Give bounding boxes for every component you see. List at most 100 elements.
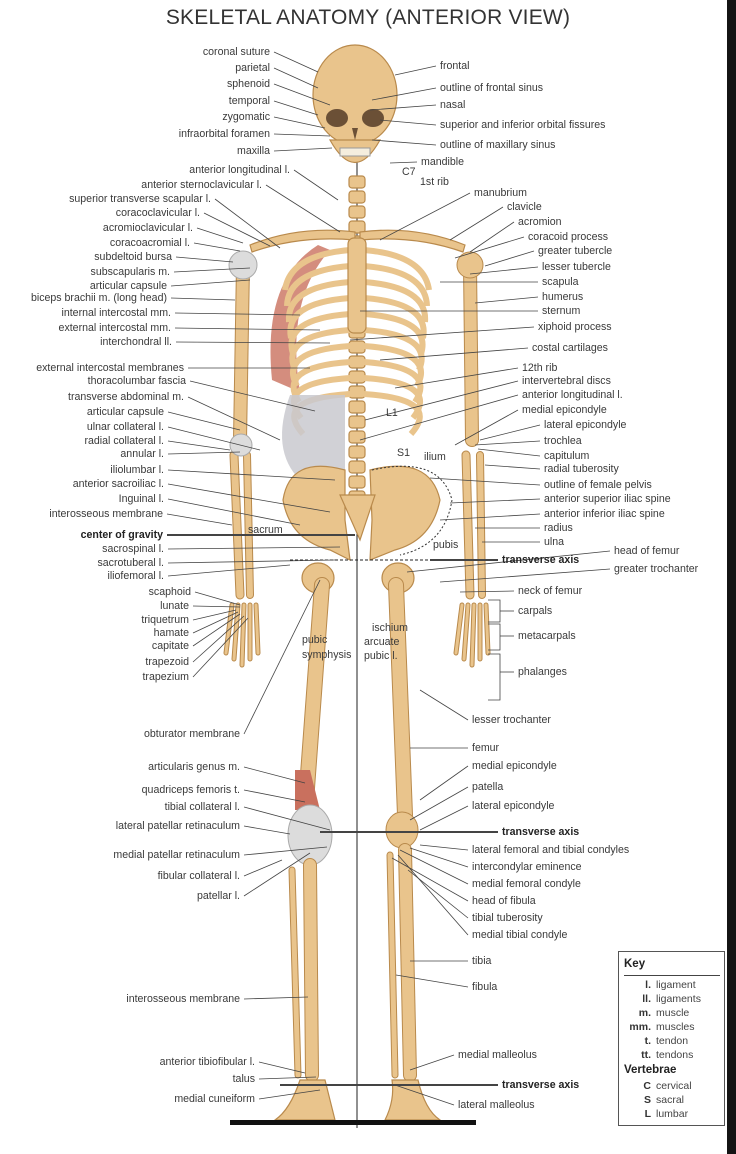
label-anterior-superior-iliac-spine: anterior superior iliac spine <box>544 493 671 505</box>
label-acromioclavicular-l: acromioclavicular l. <box>102 222 193 234</box>
leader-line <box>379 119 437 126</box>
right-finger <box>470 603 476 667</box>
label-lunate: lunate <box>160 600 189 612</box>
left-finger <box>240 603 246 667</box>
label-transverse-abdominal-m: transverse abdominal m. <box>68 391 184 403</box>
label-talus: talus <box>232 1073 255 1085</box>
leader-line <box>258 1061 306 1074</box>
vertebra <box>348 400 366 414</box>
vertebra <box>348 205 366 219</box>
leader-line <box>273 147 333 152</box>
label-trochlea: trochlea <box>544 435 582 447</box>
left-rib <box>285 279 351 323</box>
label-pubis: pubis <box>433 539 459 551</box>
label-head-of-fibula: head of fibula <box>472 895 536 907</box>
leader-line <box>397 854 469 936</box>
leader-line <box>167 469 336 481</box>
label-medial-tibial-condyle: medial tibial condyle <box>472 929 568 941</box>
label-triquetrum: triquetrum <box>141 614 189 626</box>
left-clavicle <box>249 229 356 253</box>
leader-line <box>192 605 241 608</box>
leader-line <box>484 464 541 470</box>
label-mandible: mandible <box>421 156 464 168</box>
right-finger <box>454 603 464 655</box>
page-title: SKELETAL ANATOMY (ANTERIOR VIEW) <box>165 6 571 29</box>
left-ilium <box>282 465 351 562</box>
left-rib <box>288 311 351 355</box>
left-tibia <box>304 859 318 1081</box>
leader-line <box>273 67 319 89</box>
leader-line <box>174 327 321 331</box>
left-orbit <box>326 109 348 127</box>
left-knee-capsule <box>287 804 333 866</box>
label-interosseous-membrane: interosseous membrane <box>49 508 163 520</box>
leader-line <box>192 609 237 621</box>
label-symphysis: symphysis <box>302 649 352 661</box>
label-medial-patellar-retinaculum: medial patellar retinaculum <box>113 849 240 861</box>
label-lesser-tubercle: lesser tubercle <box>542 261 611 273</box>
label-anterior-longitudinal-l: anterior longitudinal l. <box>189 164 290 176</box>
label-internal-intercostal-mm: internal intercostal mm. <box>61 307 171 319</box>
label-hamate: hamate <box>153 627 189 639</box>
left-shoulder-capsule <box>228 250 258 280</box>
vertebrae-title: Vertebrae <box>624 1064 677 1076</box>
label-pubic-l: pubic l. <box>364 650 398 662</box>
leader-line <box>394 367 519 389</box>
left-fibula <box>289 867 301 1078</box>
leader-line <box>459 590 515 593</box>
key-row: t.tendon <box>619 1035 724 1049</box>
label-subdeltoid-bursa: subdeltoid bursa <box>94 251 172 263</box>
key-meaning: ligaments <box>656 993 701 1005</box>
right-rib <box>363 247 432 291</box>
left-finger <box>232 603 240 661</box>
leader-line <box>258 1076 317 1080</box>
leader-line <box>243 825 291 835</box>
right-femur <box>389 578 412 822</box>
label-head-of-femur: head of femur <box>614 545 680 557</box>
key-abbr: tt. <box>641 1049 651 1061</box>
label-coronal-suture: coronal suture <box>202 46 270 58</box>
leader-line <box>379 192 471 241</box>
leader-line <box>265 184 341 233</box>
leader-line <box>419 844 469 851</box>
leader-line <box>192 617 249 678</box>
leader-line <box>369 104 437 111</box>
label-acromion: acromion <box>518 216 562 228</box>
label-transverse-axis: transverse axis <box>502 826 580 838</box>
leader-line <box>273 100 319 116</box>
label-external-intercostal-mm: external intercostal mm. <box>58 322 171 334</box>
left-ulna <box>244 452 253 598</box>
vertebra <box>348 415 366 429</box>
leader-line <box>449 206 504 241</box>
right-finger <box>462 603 470 661</box>
label-1st-rib: 1st rib <box>420 176 449 188</box>
leader-line <box>175 341 331 344</box>
label-radial-tuberosity: radial tuberosity <box>544 463 619 475</box>
right-rib <box>363 263 430 307</box>
key-row: l.ligament <box>619 979 724 993</box>
label-iliolumbar-l: iliolumbar l. <box>110 464 164 476</box>
key-abbr: S <box>643 1094 651 1106</box>
vertebra <box>348 385 366 399</box>
leader-line <box>469 266 539 275</box>
label-greater-trochanter: greater trochanter <box>614 563 699 575</box>
label-carpals: carpals <box>518 605 553 617</box>
label-arcuate: arcuate <box>364 636 400 648</box>
leader-line <box>359 394 519 441</box>
leader-line <box>484 250 535 267</box>
abdominal-fascia <box>282 395 345 480</box>
leader-line <box>192 611 239 634</box>
right-tibia <box>399 844 416 1081</box>
label-medial-femoral-condyle: medial femoral condyle <box>472 878 581 890</box>
leader-line <box>409 786 469 821</box>
label-scapula: scapula <box>542 276 579 288</box>
left-rib <box>287 295 351 339</box>
leader-line <box>449 498 541 504</box>
leader-line <box>167 546 341 550</box>
leader-line <box>409 1054 455 1071</box>
bracket <box>488 599 501 623</box>
vertebra <box>348 430 366 444</box>
label-superior-and-inferior-orbital-fissures: superior and inferior orbital fissures <box>440 119 606 131</box>
